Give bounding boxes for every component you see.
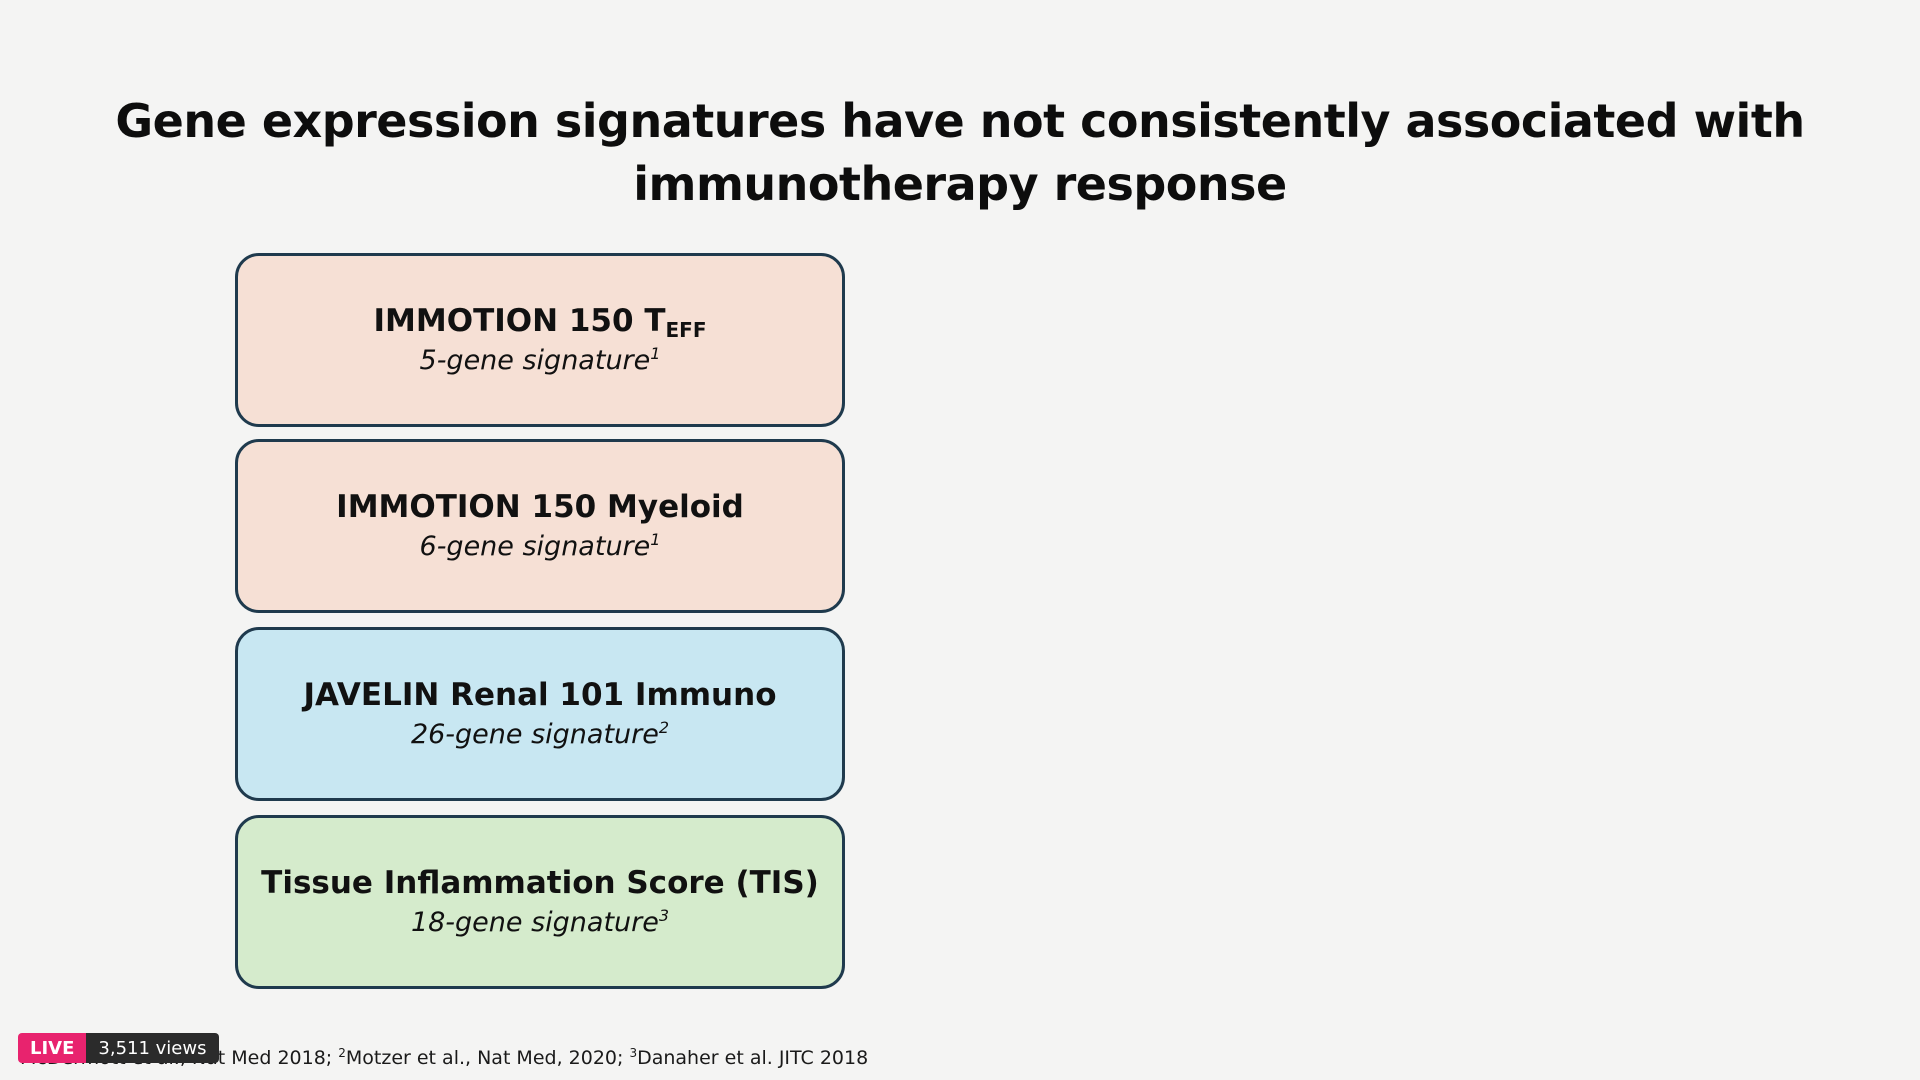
live-badge: LIVE — [18, 1033, 87, 1063]
slide-title: Gene expression signatures have not cons… — [0, 90, 1920, 216]
slide-title-line-2: immunotherapy response — [633, 157, 1287, 211]
signature-name: IMMOTION 150 TEFF — [373, 303, 707, 342]
signature-description: 18-gene signature3 — [410, 906, 670, 938]
signature-description: 6-gene signature1 — [419, 530, 661, 562]
slide-title-line-1: Gene expression signatures have not cons… — [115, 94, 1805, 148]
references-footer: McDermott et al., Nat Med 2018; 2Motzer … — [20, 1046, 869, 1069]
signature-box-javelin: JAVELIN Renal 101 Immuno 26-gene signatu… — [235, 627, 845, 801]
reference-marker: 3 — [658, 906, 670, 925]
signature-box-immotion-teff: IMMOTION 150 TEFF 5-gene signature1 — [235, 253, 845, 427]
signature-box-tis: Tissue Inflammation Score (TIS) 18-gene … — [235, 815, 845, 989]
reference-marker: 1 — [650, 344, 661, 363]
signature-description: 26-gene signature2 — [410, 718, 670, 750]
signature-name: JAVELIN Renal 101 Immuno — [303, 677, 777, 713]
reference-marker: 1 — [650, 530, 661, 549]
signature-description: 5-gene signature1 — [419, 344, 661, 376]
reference-marker: 2 — [658, 718, 670, 737]
view-count-badge: 3,511 views — [86, 1033, 219, 1063]
live-status-overlay: LIVE 3,511 views — [18, 1033, 219, 1063]
signature-box-immotion-myeloid: IMMOTION 150 Myeloid 6-gene signature1 — [235, 439, 845, 613]
signature-name-subscript: EFF — [665, 318, 707, 342]
signature-name: IMMOTION 150 Myeloid — [336, 489, 744, 525]
signature-name: Tissue Inflammation Score (TIS) — [261, 865, 819, 901]
